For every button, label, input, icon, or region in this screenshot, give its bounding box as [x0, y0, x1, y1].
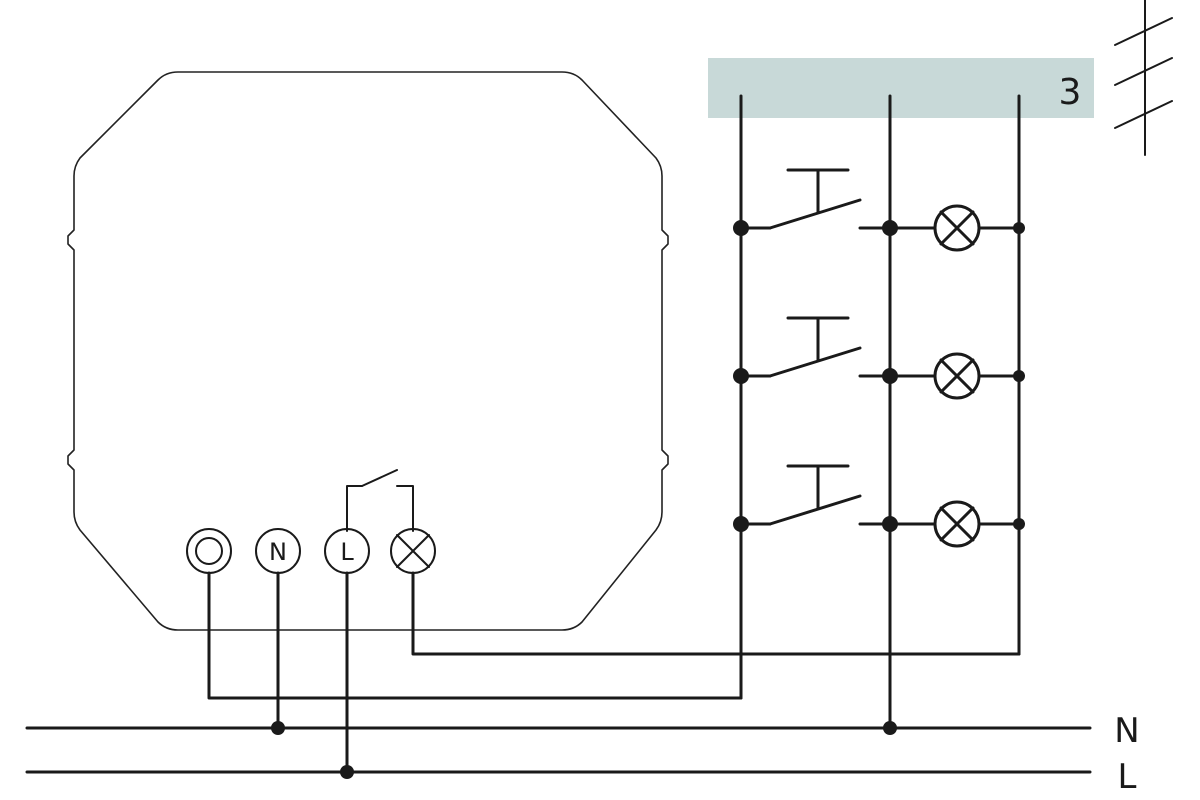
pushbutton — [739, 316, 892, 378]
wire-lamp-output — [411, 571, 1021, 656]
pushbutton — [739, 168, 892, 230]
lamp-icon — [933, 204, 981, 252]
bus-wire-count: 3 — [1059, 72, 1082, 113]
lamp-icon — [396, 534, 430, 568]
junction-dot — [883, 721, 897, 735]
pushbutton-row-2 — [733, 316, 1025, 400]
device-housing — [67, 71, 669, 631]
terminal-l-label: L — [340, 538, 354, 566]
rail-line-label: L — [1118, 757, 1137, 797]
cable-indicator — [1114, 0, 1173, 156]
junction-dot — [271, 721, 285, 735]
junction-dot — [1013, 518, 1025, 530]
junction-dot — [340, 765, 354, 779]
lamp-icon — [933, 500, 981, 548]
junction-dot — [1013, 370, 1025, 382]
rail-neutral-label: N — [1114, 711, 1139, 751]
pushbutton-row-1 — [733, 168, 1025, 252]
junction-dot — [733, 516, 749, 532]
terminal-n-label: N — [269, 538, 287, 566]
bus-bar-background — [708, 58, 1094, 118]
lamp-icon — [933, 352, 981, 400]
junction-dot — [1013, 222, 1025, 234]
junction-dot — [733, 220, 749, 236]
wire-o-to-pushbuttons — [207, 571, 743, 700]
pushbutton-row-3 — [733, 464, 1025, 548]
bus-bar: 3 — [708, 58, 1094, 118]
pushbutton — [739, 464, 892, 526]
relay-contact — [346, 469, 414, 532]
junction-dot — [733, 368, 749, 384]
